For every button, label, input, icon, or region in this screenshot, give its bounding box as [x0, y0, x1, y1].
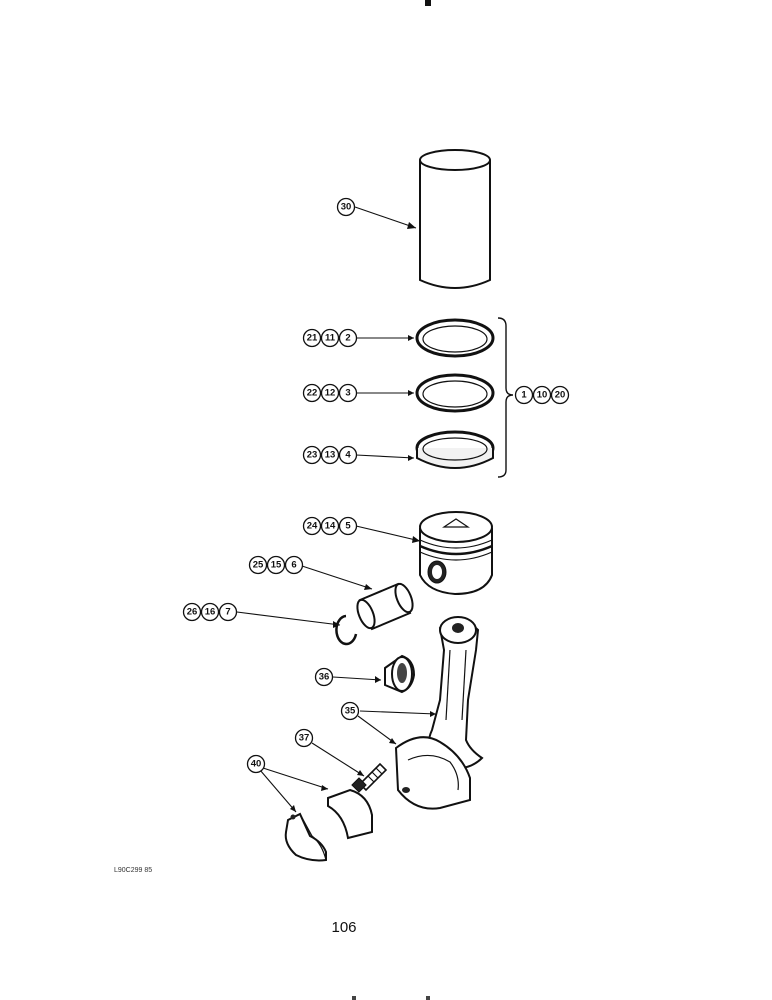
- callout-group-second-ring: 22 12 3: [302, 383, 358, 403]
- pin-retainer-illustration: [335, 614, 358, 646]
- top-ring-illustration: [415, 318, 495, 358]
- bushing-illustration: [384, 654, 416, 694]
- svg-text:5: 5: [345, 521, 351, 532]
- svg-text:36: 36: [319, 672, 330, 683]
- svg-text:22: 22: [307, 388, 318, 399]
- svg-text:12: 12: [325, 388, 336, 399]
- connecting-rod-illustration: [394, 616, 484, 810]
- callout-group-piston-pin: 25 15 6: [248, 555, 304, 575]
- callout-group-top-ring: 21 11 2: [302, 328, 358, 348]
- figure-code: L90C299 85: [114, 867, 152, 874]
- second-ring-illustration: [415, 373, 495, 413]
- svg-text:2: 2: [345, 333, 350, 344]
- oil-ring-illustration: [415, 430, 495, 469]
- page-number: 106: [331, 919, 356, 936]
- bottom-edge-mark-left: [352, 996, 356, 1000]
- bearing-upper-illustration: [327, 788, 373, 840]
- svg-text:20: 20: [555, 390, 566, 401]
- svg-text:21: 21: [307, 333, 318, 344]
- svg-text:40: 40: [251, 759, 262, 770]
- bearing-lower-illustration: [284, 812, 327, 862]
- svg-text:23: 23: [307, 450, 318, 461]
- leader-ring-oil: [355, 454, 415, 459]
- svg-text:7: 7: [225, 607, 230, 618]
- svg-text:15: 15: [271, 560, 282, 571]
- leader-piston: [355, 525, 421, 542]
- svg-text:1: 1: [521, 390, 527, 401]
- callout-group-oil-ring: 23 13 4: [302, 445, 358, 465]
- svg-text:24: 24: [307, 521, 318, 532]
- svg-text:3: 3: [345, 388, 350, 399]
- cylinder-liner-illustration: [419, 149, 491, 289]
- rod-bolt-illustration: [351, 762, 388, 793]
- svg-text:10: 10: [537, 390, 548, 401]
- leader-arrowheads: [290, 222, 436, 812]
- callout-35: 35: [340, 701, 360, 721]
- callout-group-retainer: 26 16 7: [182, 602, 238, 622]
- leader-rod-2: [357, 715, 397, 745]
- svg-text:26: 26: [187, 607, 198, 618]
- callout-30: 30: [336, 197, 356, 217]
- callout-36: 36: [314, 667, 334, 687]
- callout-group-ring-set: 1 10 20: [514, 385, 570, 405]
- piston-pin-illustration: [356, 582, 414, 631]
- bottom-edge-mark-right: [426, 996, 430, 1000]
- leader-bushing: [332, 676, 382, 681]
- svg-text:30: 30: [341, 202, 352, 213]
- svg-text:37: 37: [299, 733, 310, 744]
- callout-40: 40: [246, 754, 266, 774]
- svg-text:6: 6: [291, 560, 296, 571]
- svg-text:4: 4: [345, 450, 351, 461]
- svg-text:16: 16: [205, 607, 216, 618]
- svg-text:35: 35: [345, 706, 356, 717]
- leader-liner: [354, 206, 417, 229]
- svg-text:11: 11: [325, 333, 336, 344]
- leader-pin: [301, 565, 373, 590]
- leader-bolt: [311, 742, 365, 777]
- svg-text:25: 25: [253, 560, 264, 571]
- leader-bearing-lower: [259, 769, 297, 813]
- svg-text:14: 14: [325, 521, 336, 532]
- ring-set-bracket: [497, 317, 514, 478]
- leader-bearing-upper: [262, 767, 329, 790]
- piston-illustration: [419, 511, 493, 596]
- callout-37: 37: [294, 728, 314, 748]
- callout-group-piston: 24 14 5: [302, 516, 358, 536]
- top-edge-mark: [425, 0, 431, 6]
- leader-rod: [359, 710, 437, 715]
- leader-retainer: [236, 611, 341, 626]
- svg-text:13: 13: [325, 450, 336, 461]
